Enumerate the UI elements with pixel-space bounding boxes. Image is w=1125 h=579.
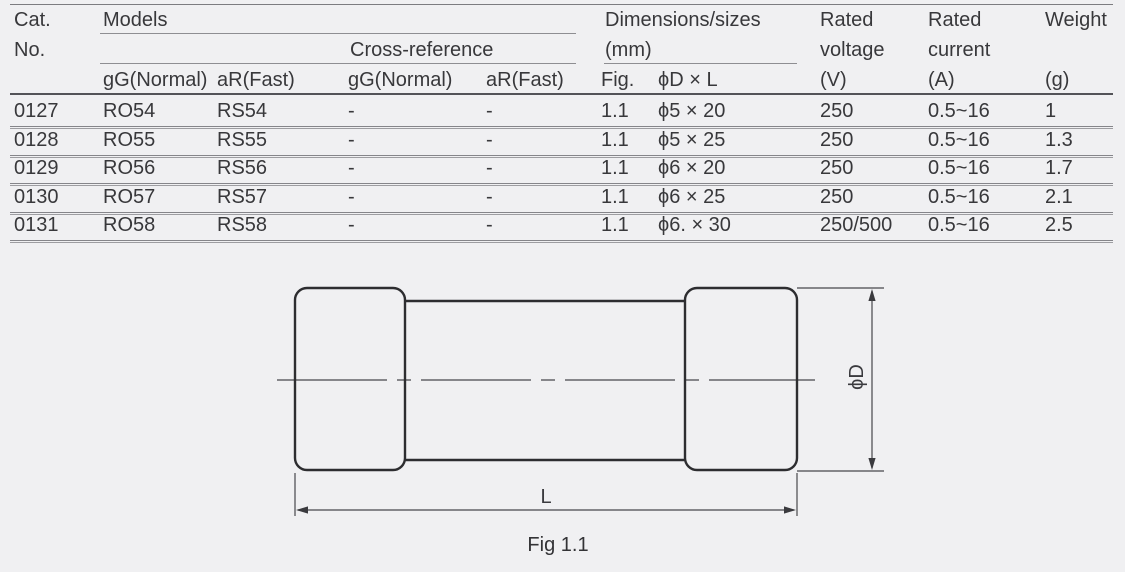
cell-voltage: 250 — [820, 157, 854, 180]
cell-cat-no: 0130 — [14, 185, 59, 208]
subheader-current: (A) — [928, 69, 955, 91]
header-bottom-border — [10, 93, 1113, 95]
cell-gg-normal: RO55 — [103, 128, 156, 151]
bottom-margin — [0, 572, 1125, 579]
cell-current: 0.5~16 — [928, 157, 990, 180]
cell-current: 0.5~16 — [928, 128, 990, 151]
header-rated-voltage-1: Rated — [820, 9, 874, 31]
cell-voltage: 250 — [820, 128, 854, 151]
cell-d-x-l: ϕ5 × 20 — [658, 100, 726, 122]
cell-fig: 1.1 — [601, 185, 629, 208]
header-models: Models — [103, 9, 168, 31]
header-no: No. — [14, 39, 46, 61]
header-cross-reference: Cross-reference — [350, 39, 494, 61]
models-underline — [100, 33, 576, 34]
subheader-voltage: (V) — [820, 69, 847, 91]
row-separator — [10, 211, 1113, 215]
header-rated-voltage-2: voltage — [820, 39, 885, 61]
cell-d-x-l: ϕ6. × 30 — [658, 214, 731, 237]
cell-weight: 2.1 — [1045, 185, 1073, 208]
cell-fig: 1.1 — [601, 100, 629, 122]
length-label: L — [540, 486, 551, 508]
cell-weight: 1 — [1045, 100, 1057, 122]
row-separator — [10, 126, 1113, 129]
cell-cat-no: 0131 — [14, 214, 59, 237]
cell-cat-no: 0128 — [14, 128, 59, 151]
header-cat: Cat. — [14, 9, 51, 31]
cross-ref-underline — [100, 63, 576, 64]
cell-voltage: 250 — [820, 100, 854, 122]
cell-d-x-l: ϕ5 × 25 — [658, 128, 726, 151]
cell-xref-ar-fast: - — [486, 214, 493, 237]
arrow-right-icon — [784, 506, 796, 514]
figure-caption: Fig 1.1 — [527, 534, 589, 556]
cell-xref-gg-normal: - — [348, 128, 355, 151]
cell-weight: 1.3 — [1045, 128, 1073, 151]
cell-weight: 1.7 — [1045, 157, 1073, 180]
row-separator — [10, 183, 1113, 186]
cell-current: 0.5~16 — [928, 185, 990, 208]
cell-xref-ar-fast: - — [486, 100, 493, 122]
header-dimensions-unit: (mm) — [605, 39, 652, 61]
cell-gg-normal: RO54 — [103, 100, 156, 122]
subheader-gg-normal: gG(Normal) — [103, 69, 208, 91]
cell-xref-ar-fast: - — [486, 157, 493, 180]
subheader-xref-gg-normal: gG(Normal) — [348, 69, 453, 91]
cell-fig: 1.1 — [601, 128, 629, 151]
subheader-fig: Fig. — [601, 69, 635, 91]
header-rated-current-1: Rated — [928, 9, 982, 31]
cell-ar-fast: RS55 — [217, 128, 268, 151]
left-end-cap — [293, 286, 407, 472]
header-weight: Weight — [1045, 9, 1107, 31]
cell-xref-ar-fast: - — [486, 185, 493, 208]
header-rated-current-2: current — [928, 39, 991, 61]
cell-gg-normal: RO57 — [103, 185, 156, 208]
table-top-border — [10, 4, 1113, 5]
row-separator — [10, 240, 1113, 243]
row-separator — [10, 154, 1113, 158]
cell-ar-fast: RS58 — [217, 214, 268, 237]
subheader-ar-fast: aR(Fast) — [217, 69, 295, 91]
cell-cat-no: 0127 — [14, 100, 59, 122]
arrow-up-icon — [868, 289, 876, 301]
header-dimensions: Dimensions/sizes — [605, 9, 761, 31]
cell-gg-normal: RO58 — [103, 214, 156, 237]
cell-fig: 1.1 — [601, 157, 629, 180]
subheader-d-x-l: ϕD × L — [658, 69, 718, 91]
cell-current: 0.5~16 — [928, 214, 990, 237]
arrow-left-icon — [296, 506, 308, 514]
cell-d-x-l: ϕ6 × 25 — [658, 185, 726, 208]
cell-voltage: 250 — [820, 185, 854, 208]
cell-xref-gg-normal: - — [348, 185, 355, 208]
cell-weight: 2.5 — [1045, 214, 1073, 237]
cell-fig: 1.1 — [601, 214, 629, 237]
cell-ar-fast: RS54 — [217, 100, 268, 122]
cell-gg-normal: RO56 — [103, 157, 156, 180]
cell-current: 0.5~16 — [928, 100, 990, 122]
diameter-label: ϕD — [846, 364, 868, 390]
cell-xref-gg-normal: - — [348, 214, 355, 237]
cell-xref-gg-normal: - — [348, 100, 355, 122]
subheader-xref-ar-fast: aR(Fast) — [486, 69, 564, 91]
arrow-down-icon — [868, 458, 876, 470]
cell-ar-fast: RS56 — [217, 157, 268, 180]
cell-ar-fast: RS57 — [217, 185, 268, 208]
cell-xref-gg-normal: - — [348, 157, 355, 180]
cell-cat-no: 0129 — [14, 157, 59, 180]
cell-d-x-l: ϕ6 × 20 — [658, 157, 726, 180]
cell-xref-ar-fast: - — [486, 128, 493, 151]
cell-voltage: 250/500 — [820, 214, 893, 237]
subheader-weight: (g) — [1045, 69, 1070, 91]
dimensions-underline — [604, 63, 797, 64]
right-end-cap — [683, 286, 799, 472]
fuse-diagram: ϕD L — [277, 286, 884, 516]
